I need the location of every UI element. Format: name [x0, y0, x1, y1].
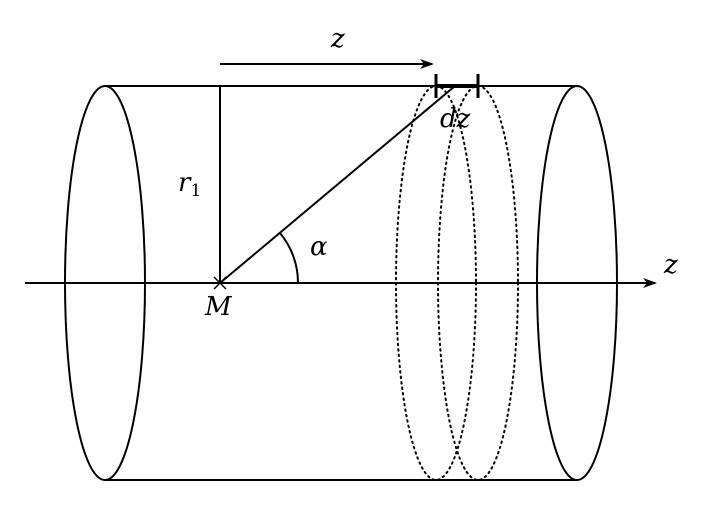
dz-label: dz	[440, 104, 471, 134]
radius-symbol: r	[178, 168, 191, 198]
slant-line	[219, 85, 456, 284]
axis-z-label: z	[664, 250, 678, 280]
point-m-cross	[213, 276, 227, 290]
angle-label: α	[310, 232, 328, 262]
angle-arc	[279, 232, 300, 284]
top-z-label: z	[331, 24, 345, 54]
point-m-label: M	[205, 292, 232, 322]
radius-subscript: 1	[190, 181, 202, 201]
dz-bracket	[434, 74, 480, 98]
radius-label: r1	[178, 170, 201, 200]
